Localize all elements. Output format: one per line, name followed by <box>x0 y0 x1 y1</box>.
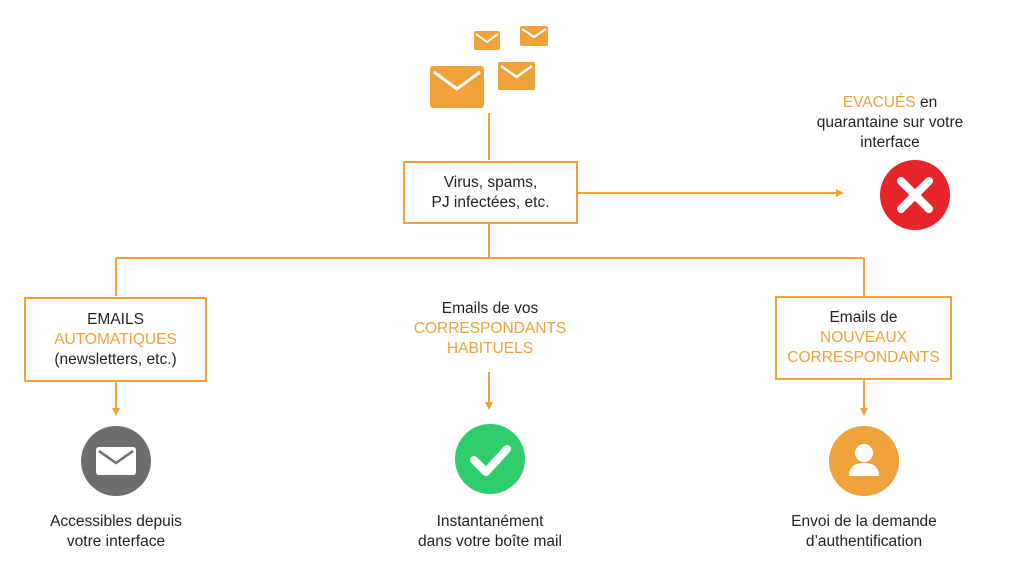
automatic-line-3: (newsletters, etc.) <box>54 350 177 368</box>
new-line-2: NOUVEAUX <box>820 329 907 346</box>
automatic-emails-box: EMAILS AUTOMATIQUES (newsletters, etc.) <box>24 297 207 382</box>
evacuated-label: EVACUÉS en quarantaine sur votre interfa… <box>780 93 1000 153</box>
usual-result-line-2: dans votre boîte mail <box>418 533 562 550</box>
evacuated-line-3: interface <box>860 134 920 151</box>
automatic-result: Accessibles depuis votre interface <box>6 512 226 552</box>
new-line-3: CORRESPONDANTS <box>787 349 940 366</box>
envelope-icon <box>498 62 535 90</box>
filter-line-2: PJ infectées, etc. <box>431 193 550 211</box>
automatic-result-line-2: votre interface <box>66 533 166 550</box>
new-result-line-2: d’authentification <box>805 533 923 550</box>
evacuated-line-2: quarantaine sur votre <box>816 114 964 131</box>
check-circle-icon <box>455 424 525 494</box>
new-correspondents-box: Emails de NOUVEAUX CORRESPONDANTS <box>775 296 952 380</box>
usual-result: Instantanément dans votre boîte mail <box>380 512 600 552</box>
evacuated-text: en <box>915 94 938 111</box>
envelopes-icon <box>430 26 548 108</box>
new-result: Envoi de la demande d’authentification <box>754 512 974 552</box>
envelope-icon <box>520 26 548 46</box>
automatic-result-line-1: Accessibles depuis <box>50 513 182 530</box>
usual-line-3: HABITUELS <box>446 340 534 357</box>
usual-line-2: CORRESPONDANTS <box>413 320 567 337</box>
usual-line-1: Emails de vos <box>441 300 539 317</box>
envelope-icon <box>430 66 484 108</box>
usual-correspondents-label: Emails de vos CORRESPONDANTS HABITUELS <box>380 299 600 359</box>
usual-result-line-1: Instantanément <box>436 513 544 530</box>
evacuated-highlight: EVACUÉS <box>842 94 916 111</box>
filter-line-1: Virus, spams, <box>443 173 538 191</box>
x-circle-icon <box>880 160 950 230</box>
user-circle-icon <box>829 426 899 496</box>
envelope-icon <box>474 31 500 50</box>
new-line-1: Emails de <box>829 309 898 326</box>
automatic-line-2: AUTOMATIQUES <box>54 330 177 348</box>
automatic-line-1: EMAILS <box>87 310 144 328</box>
new-result-line-1: Envoi de la demande <box>791 513 937 530</box>
envelope-circle-icon <box>81 426 151 496</box>
filter-box: Virus, spams, PJ infectées, etc. <box>403 161 578 224</box>
